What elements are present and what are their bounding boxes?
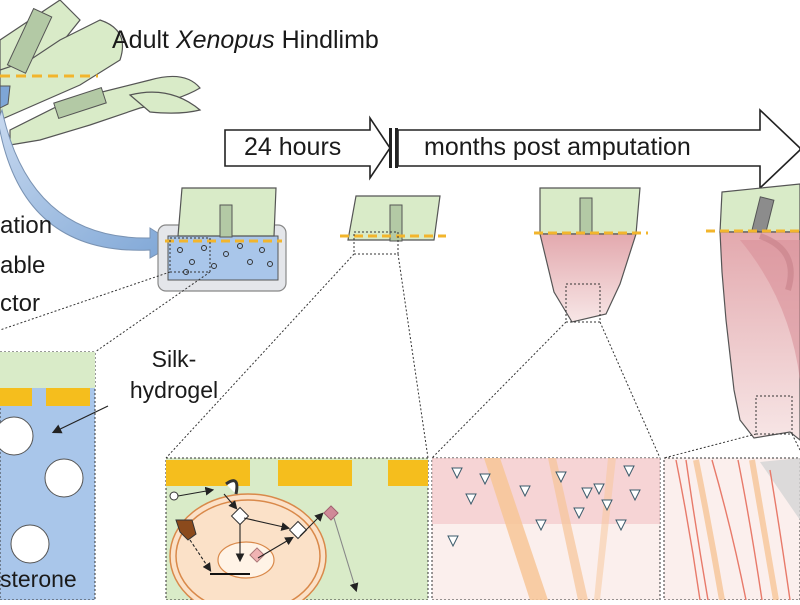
stump-months-early	[534, 187, 648, 323]
title-species: Xenopus	[175, 26, 275, 54]
title-prefix: Adult	[112, 26, 176, 54]
timeline-label-months: months post amputation	[424, 133, 691, 161]
device-stage	[157, 187, 287, 292]
stump-months-late	[706, 183, 800, 441]
title-suffix: Hindlimb	[274, 26, 379, 54]
detail-hydrogel	[0, 351, 109, 601]
steroid-label: sterone	[0, 566, 77, 592]
silk-hydrogel-text: Silk- hydrogel	[129, 346, 219, 403]
figure-title: Adult Xenopus Hindlimb	[112, 26, 379, 55]
detail-regenerated-tissue	[663, 457, 800, 601]
silk-hydrogel-label: Silk- hydrogel	[124, 344, 224, 406]
detail-early-tissue	[431, 457, 661, 601]
detail-cell-signaling	[165, 457, 429, 605]
timeline-arrow	[224, 108, 800, 190]
timeline-label-24h: 24 hours	[244, 133, 342, 161]
adult-hindlimb	[0, 0, 202, 146]
side-label-2: able	[0, 252, 46, 279]
zoom-lines	[0, 253, 800, 459]
side-label-3: ctor	[0, 290, 41, 317]
side-label-1: ation	[0, 212, 53, 239]
stump-24h	[340, 195, 446, 255]
